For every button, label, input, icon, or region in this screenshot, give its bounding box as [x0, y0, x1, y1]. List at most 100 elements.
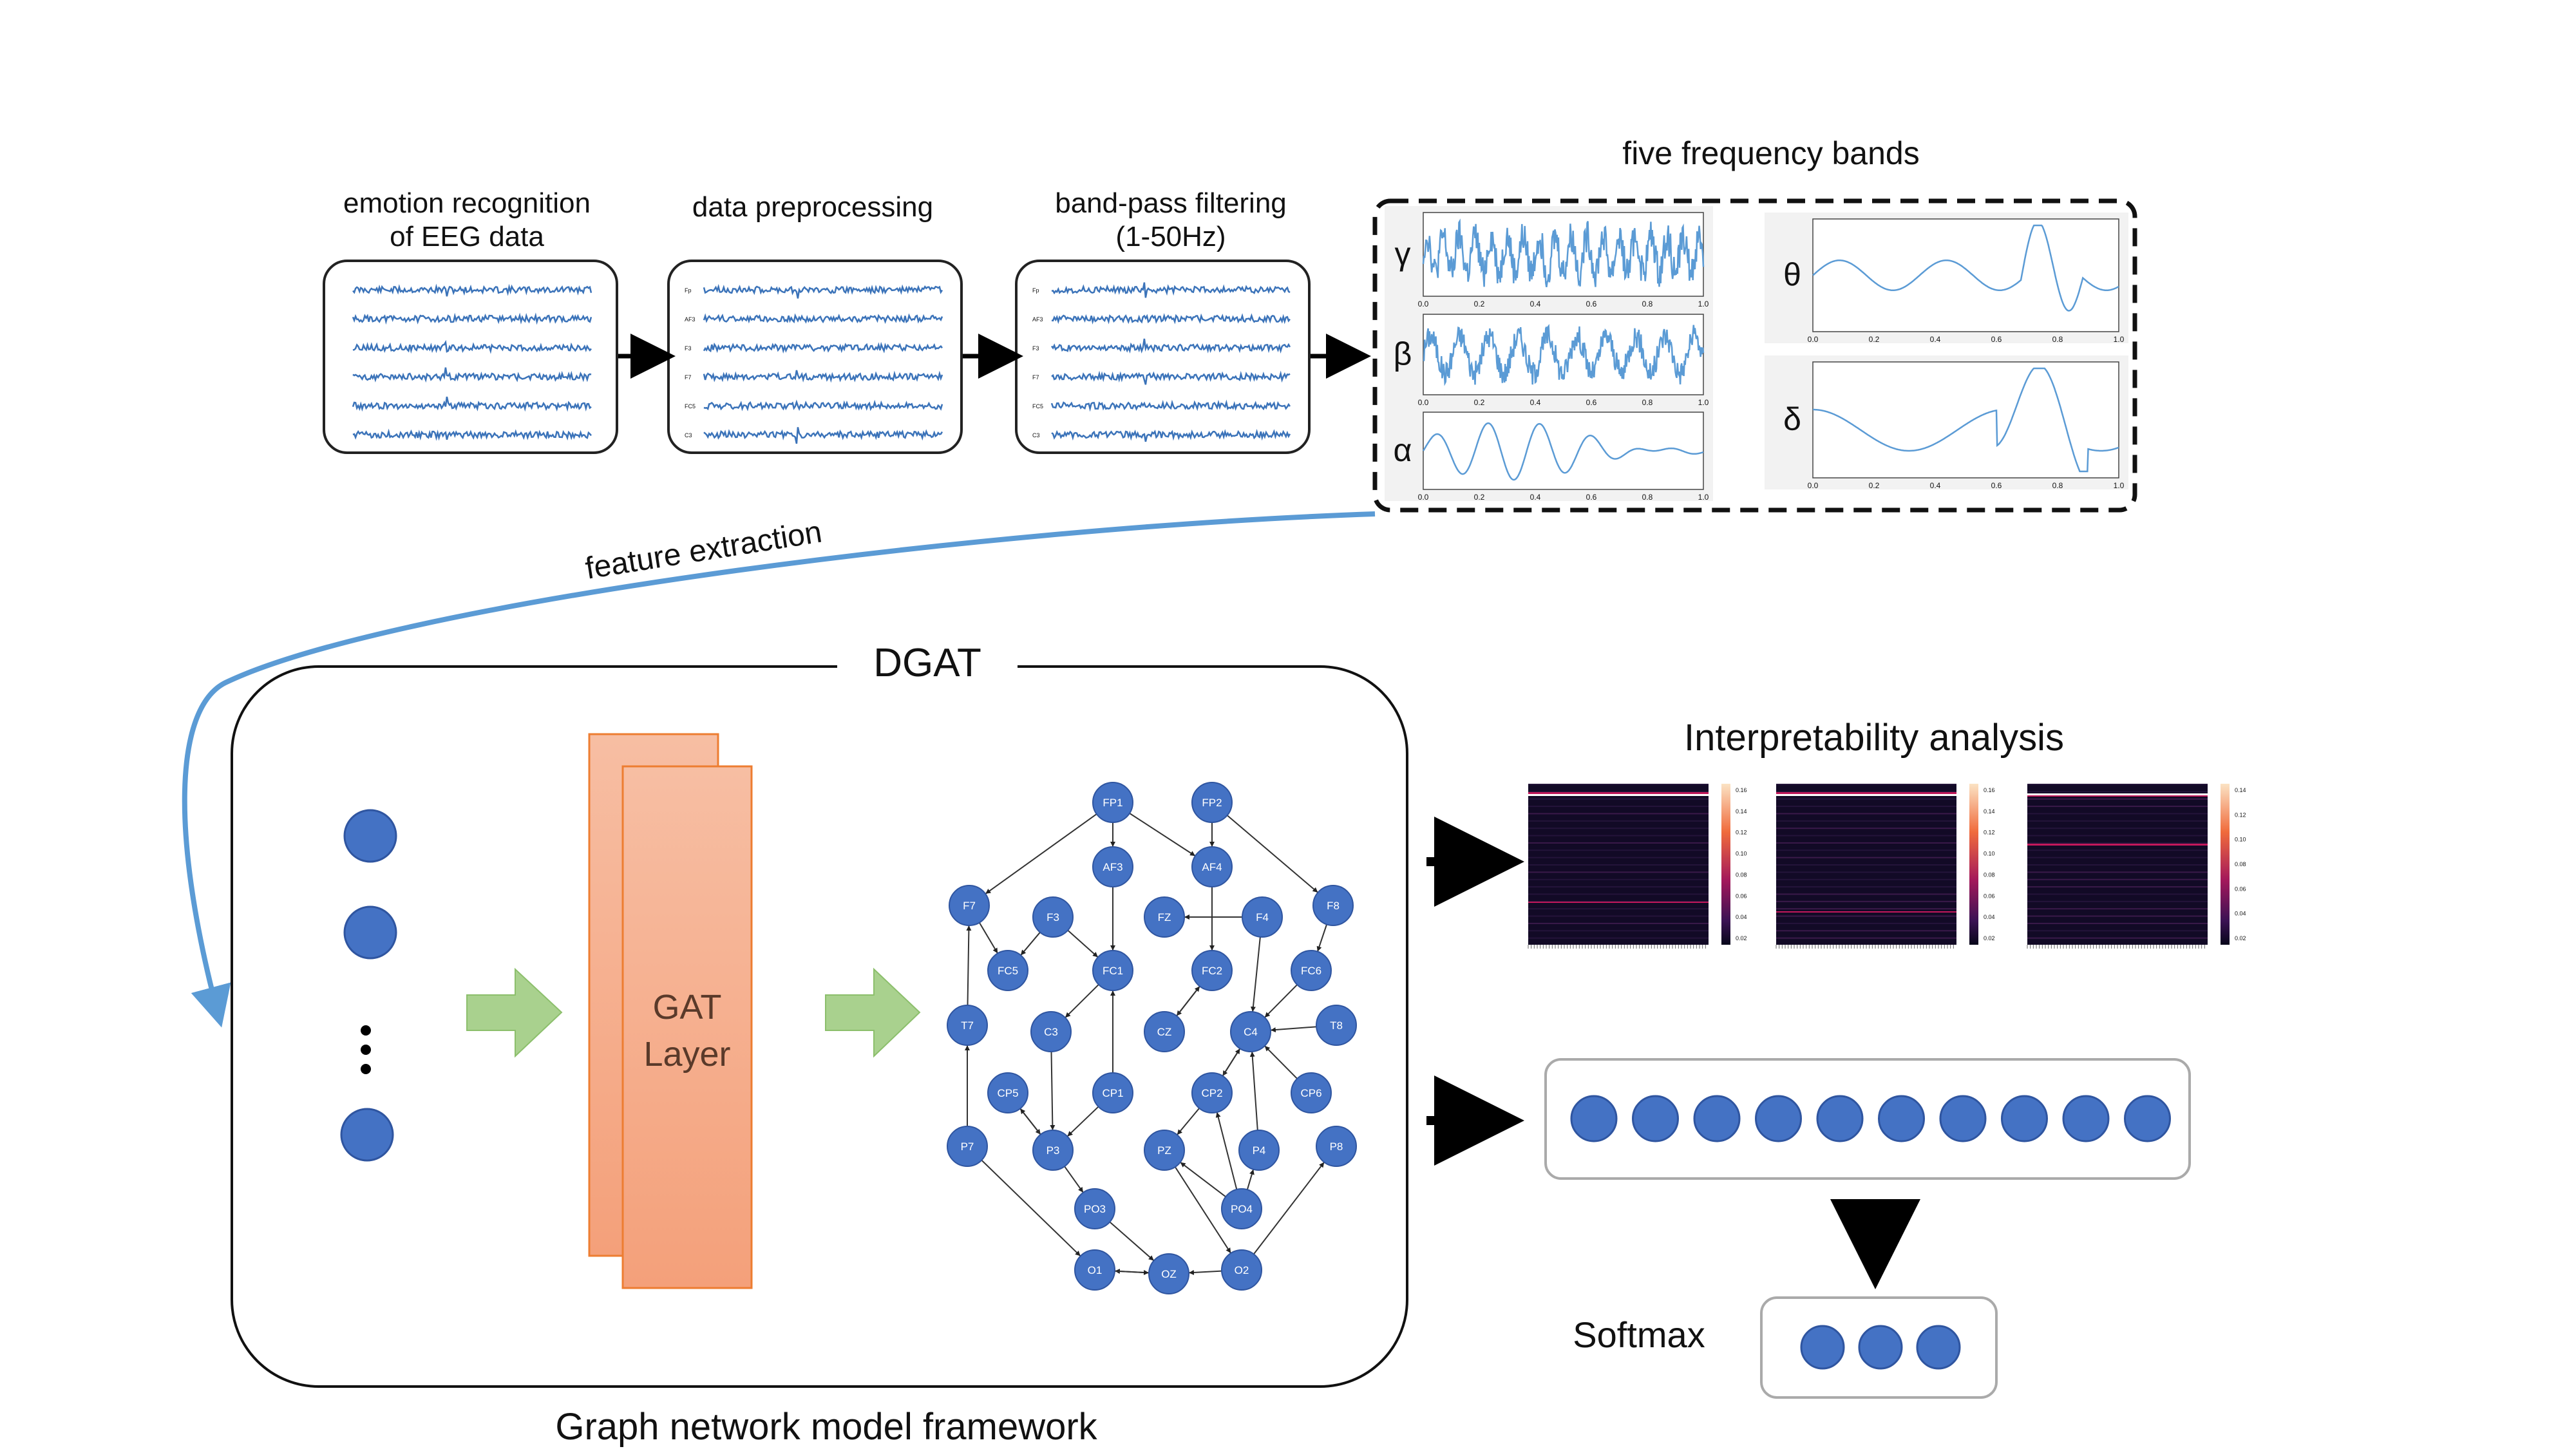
band-x-tick: 0.4 [1530, 299, 1541, 308]
band-plot-axes [1423, 314, 1704, 395]
colorbar-tick: 0.04 [2235, 911, 2246, 917]
band-plot-axes [1423, 212, 1704, 297]
graph-edges [965, 813, 1328, 1275]
electrode-node [1191, 1072, 1233, 1113]
ellipsis-dot-3 [361, 1064, 371, 1074]
graph-edge [1253, 1162, 1325, 1255]
step3-title-line1: band-pass filtering [1055, 187, 1287, 219]
colorbar-tick: 0.02 [1984, 935, 1995, 942]
heatmap-row [1528, 806, 1709, 808]
heatmap-row [2027, 922, 2208, 924]
heatmap-row [2027, 828, 2208, 829]
electrode-label: C4 [1244, 1026, 1258, 1038]
band-x-tick: 1.0 [1698, 398, 1709, 407]
feature-node [2124, 1095, 2171, 1142]
heatmap-row [1528, 930, 1709, 932]
electrode-node [1144, 1130, 1185, 1171]
graph-edge [966, 925, 972, 1006]
electrode-node [987, 950, 1028, 991]
heatmap-row [2027, 930, 2208, 932]
heatmap-row [2027, 813, 2208, 815]
electrode-label: P8 [1330, 1141, 1343, 1153]
ellipsis-dot-2 [361, 1045, 371, 1055]
heatmap-hot-row [1528, 792, 1709, 794]
green-arrow-1 [466, 967, 563, 1058]
eeg-channel-label: Fp [685, 287, 692, 294]
electrode-label: CP2 [1201, 1087, 1222, 1099]
heatmap-row [2027, 915, 2208, 917]
heatmap-row [1776, 791, 1956, 793]
eeg-channel-label: AF3 [685, 316, 696, 323]
heatmap-row [1776, 806, 1956, 808]
heatmap-row [1528, 828, 1709, 829]
colorbar-tick: 0.10 [1984, 851, 1995, 857]
heatmap-row [2027, 871, 2208, 873]
heatmap-row [1528, 835, 1709, 837]
electrode-node [1221, 1249, 1262, 1291]
graph-edge [1222, 1048, 1241, 1077]
eeg-trace [703, 370, 943, 383]
heatmap-hot-row [1528, 902, 1709, 903]
band-plot-axes [1423, 412, 1704, 490]
electrode-label: FP1 [1103, 797, 1122, 809]
eeg-trace [1051, 428, 1291, 442]
band-waveform [1422, 218, 1705, 288]
colorbar-tick: 0.12 [1984, 829, 1995, 836]
eeg-trace [352, 396, 592, 412]
heatmap-hot-row [1776, 911, 1956, 913]
graph-edge [1246, 1169, 1255, 1190]
heatmap-row [2027, 784, 2208, 785]
graph-edge [1250, 936, 1261, 1012]
electrode-label: FC6 [1301, 965, 1321, 977]
heatmap-highlight-row [2027, 793, 2208, 796]
heatmap-row [1528, 908, 1709, 910]
electrode-node [1291, 1072, 1332, 1113]
bands-title: five frequency bands [1622, 135, 1919, 171]
band-x-tick: 1.0 [1698, 299, 1709, 308]
band-x-tick: 0.8 [1642, 493, 1653, 502]
band-x-tick: 0.2 [1474, 493, 1485, 502]
heatmap-row [1528, 922, 1709, 924]
colorbar-tick: 0.10 [2235, 837, 2246, 843]
heatmap-row [1776, 784, 1956, 785]
electrode-label: O1 [1088, 1264, 1103, 1276]
electrode-label: F7 [963, 900, 976, 912]
graph-edge [1226, 815, 1319, 893]
colorbar-tick: 0.14 [2235, 787, 2246, 793]
graph-edge [1316, 924, 1328, 952]
band-x-tick: 0.6 [1586, 493, 1597, 502]
band-x-tick: 0.4 [1530, 398, 1541, 407]
heatmap-row [2027, 878, 2208, 880]
heatmap-row [2027, 791, 2208, 793]
heatmap-row [1776, 893, 1956, 895]
graph-edge [1109, 1221, 1155, 1262]
heatmap-row [1528, 857, 1709, 858]
heatmap-row [1528, 842, 1709, 844]
electrode-node [1316, 1126, 1357, 1167]
step1-title-line2: of EEG data [390, 221, 544, 252]
feature-node [1939, 1095, 1987, 1142]
heatmap-row [2027, 886, 2208, 888]
eeg-raw-traces [352, 283, 592, 441]
heatmap-row [1776, 922, 1956, 924]
heatmap-row [1776, 900, 1956, 902]
electrode-label: P4 [1253, 1144, 1266, 1157]
heatmap-highlight-row [1776, 793, 1956, 796]
electrode-label: CP6 [1300, 1087, 1321, 1099]
band-symbol: β [1394, 336, 1412, 372]
electrode-label: CP1 [1102, 1087, 1123, 1099]
eeg-trace [352, 339, 592, 354]
electrode-label: AF3 [1103, 861, 1122, 873]
graph-edge [1270, 1026, 1317, 1033]
electrode-node [1092, 1072, 1133, 1113]
colorbar-tick: 0.08 [1736, 871, 1747, 878]
heatmap-row [1776, 937, 1956, 939]
eeg-trace [703, 283, 943, 299]
heatmap-colorbar [1721, 784, 1730, 945]
band-x-tick: 0.6 [1586, 398, 1597, 407]
colorbar-tick: 0.08 [1984, 871, 1995, 878]
graph-edge [1176, 985, 1200, 1017]
band-x-tick: 0.2 [1869, 335, 1880, 344]
heatmap-row [2027, 835, 2208, 837]
